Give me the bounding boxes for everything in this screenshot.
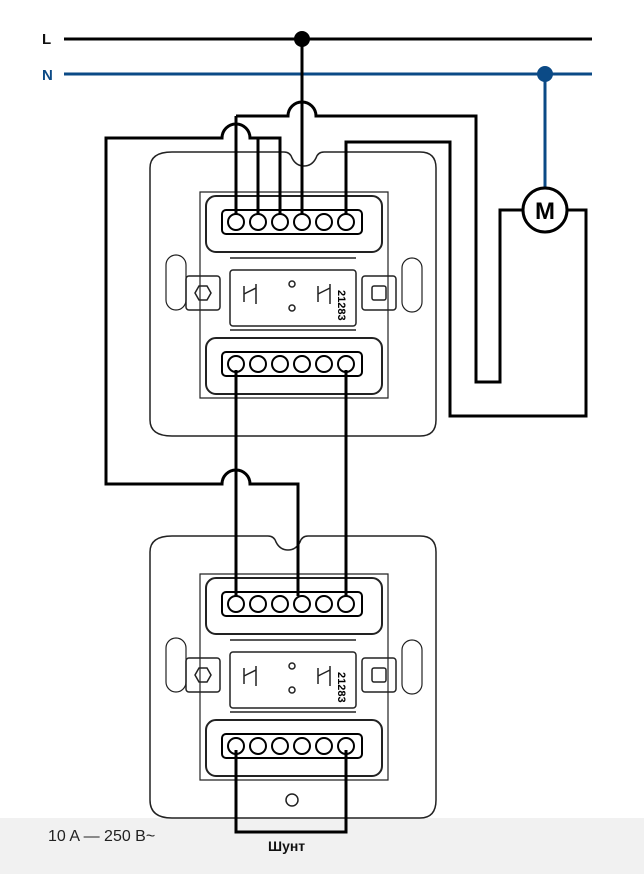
rating-text: 10 A — 250 В~ [48,828,156,845]
terminal-screw-icon [315,355,333,373]
switch-bottom-terminals-upper [221,591,363,617]
terminal-screw-icon [271,213,289,231]
terminal-screw-icon [337,355,355,373]
switch-top-terminals-lower [221,351,363,377]
terminal-screw-icon [293,737,311,755]
neutral-line: N [42,66,592,190]
terminal-screw-icon [249,595,267,613]
switch-top-model: 21283 [335,290,347,321]
live-line: L [42,31,592,48]
footer-band [0,818,644,874]
terminal-screw-icon [227,213,245,231]
switch-bottom-terminals-lower [221,733,363,759]
motor-label: M [535,198,555,225]
terminal-screw-icon [249,355,267,373]
neutral-label: N [42,67,53,84]
terminal-screw-icon [293,595,311,613]
terminal-screw-icon [271,595,289,613]
terminal-screw-icon [271,737,289,755]
terminal-screw-icon [271,355,289,373]
live-label: L [42,31,51,48]
wires [104,39,588,834]
switch-bottom-model: 21283 [335,672,347,703]
switch-top [149,151,437,437]
terminal-screw-icon [293,355,311,373]
motor: M [521,186,569,234]
terminal-screw-icon [293,213,311,231]
terminal-screw-icon [315,595,333,613]
terminal-screw-icon [315,737,333,755]
terminal-screw-icon [249,737,267,755]
shunt-label: Шунт [268,838,306,854]
terminal-screw-icon [315,213,333,231]
terminal-screw-icon [249,213,267,231]
switch-top-terminals-upper [221,209,363,235]
terminal-screw-icon [227,355,245,373]
terminal-screw-icon [337,213,355,231]
switch-bottom [149,535,437,819]
terminal-screw-icon [227,595,245,613]
terminal-screw-icon [337,595,355,613]
